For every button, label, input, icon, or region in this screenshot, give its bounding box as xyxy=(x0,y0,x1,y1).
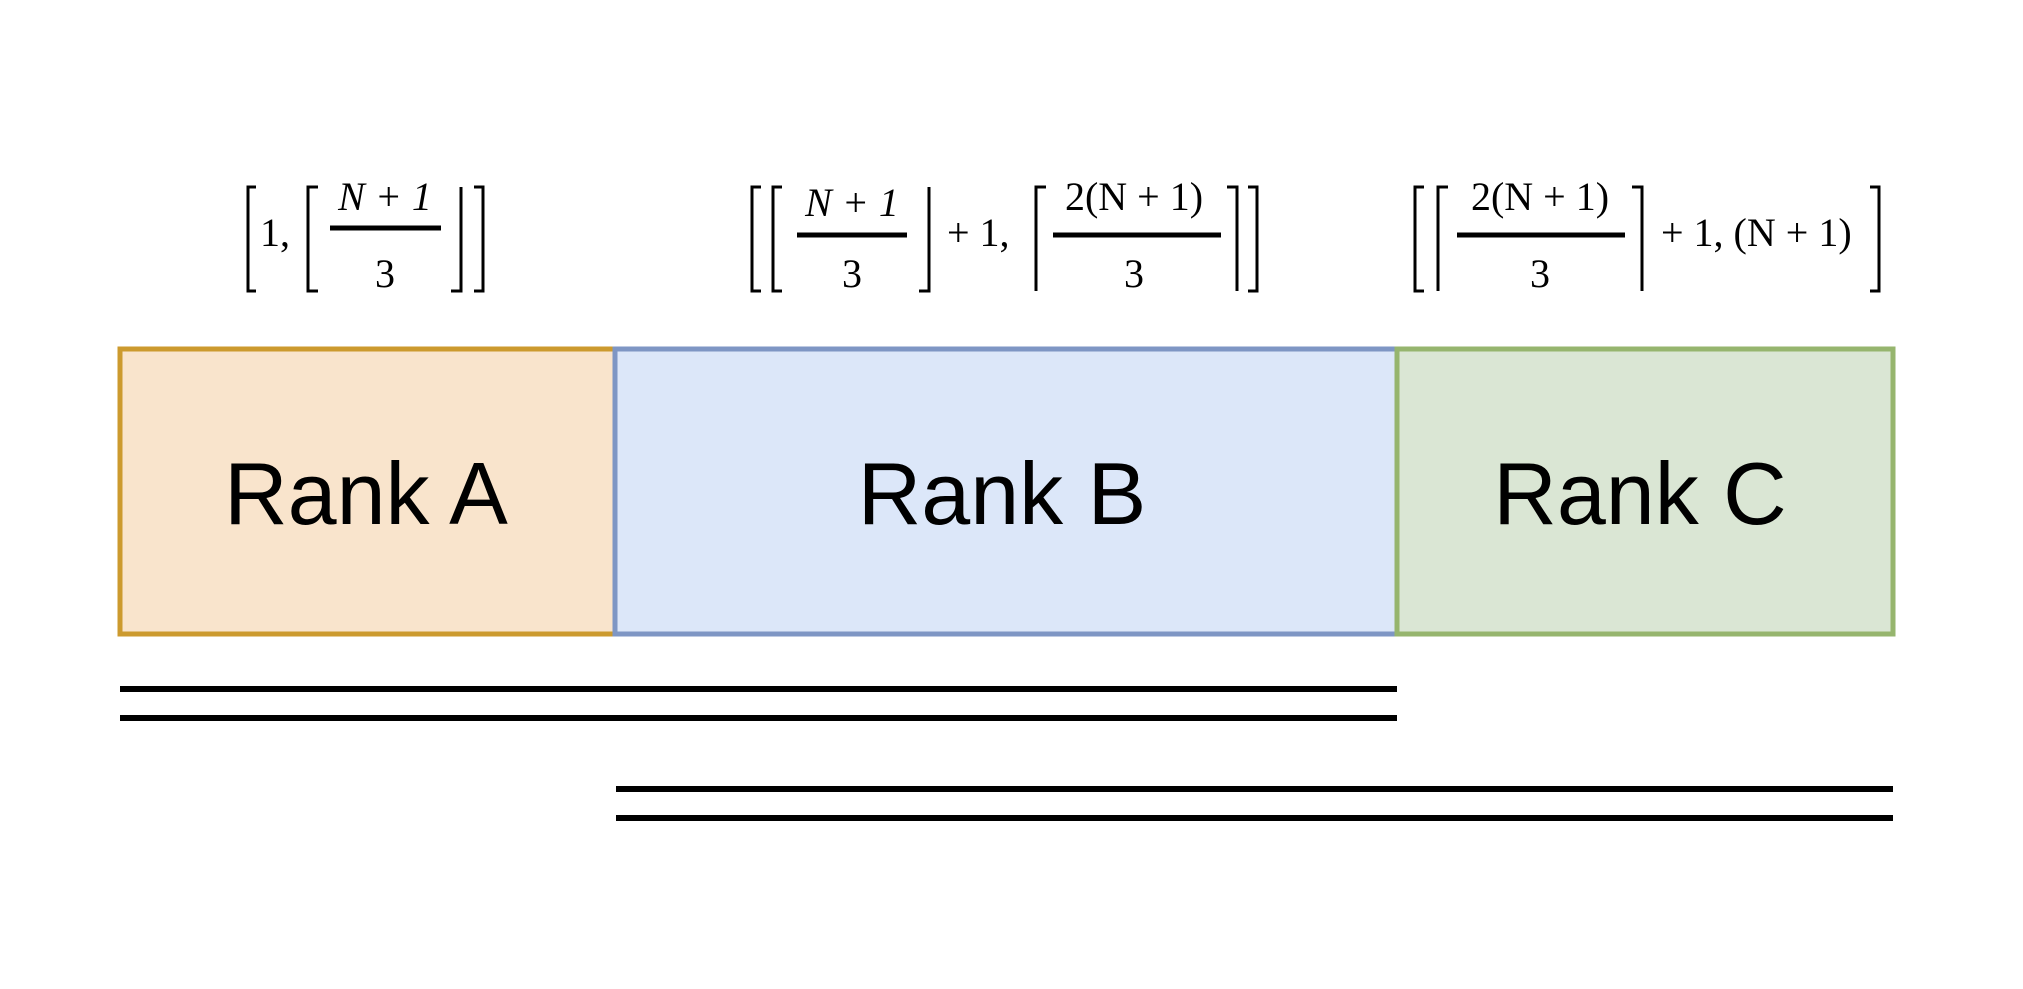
open-bracket xyxy=(1413,185,1424,293)
rank-box-a-rect xyxy=(117,346,618,637)
fraction-denominator: 3 xyxy=(1530,251,1550,296)
fraction-numerator-2: 2(N + 1) xyxy=(1065,174,1203,219)
interval-middle: + 1, xyxy=(947,210,1010,255)
floor-bracket-left xyxy=(306,185,318,293)
interval-start: 1, xyxy=(260,210,290,255)
interval-formula-a: 1, N + 1 3 xyxy=(246,174,485,296)
ceil-bracket-right xyxy=(1227,185,1239,291)
span-ab xyxy=(120,686,1397,721)
floor-bracket-right xyxy=(919,187,931,293)
rank-box-a: Rank A xyxy=(117,346,618,637)
rank-a-label: Rank A xyxy=(224,444,508,543)
rank-box-c: Rank C xyxy=(1394,346,1896,637)
ceil-bracket-left xyxy=(1034,185,1046,291)
fraction-numerator: N + 1 xyxy=(804,180,899,225)
ceil-bracket-left xyxy=(1436,185,1448,291)
fraction-denominator-2: 3 xyxy=(1124,251,1144,296)
rank-box-b: Rank B xyxy=(612,346,1400,637)
rank-box-b-rect xyxy=(612,346,1400,637)
fraction-denominator: 3 xyxy=(842,251,862,296)
interval-formula-b: N + 1 3 + 1, 2(N + 1) 3 xyxy=(750,174,1259,296)
fraction-numerator: N + 1 xyxy=(337,174,432,219)
fraction-denominator: 3 xyxy=(375,251,395,296)
rank-b-label: Rank B xyxy=(858,444,1147,543)
close-bracket xyxy=(474,185,485,293)
interval-formula-c: 2(N + 1) 3 + 1, (N + 1) xyxy=(1413,174,1881,296)
open-bracket xyxy=(246,185,256,293)
rank-c-label: Rank C xyxy=(1493,444,1786,543)
close-bracket xyxy=(1248,185,1259,293)
fraction-numerator: 2(N + 1) xyxy=(1471,174,1609,219)
span-bc xyxy=(616,786,1893,821)
open-bracket xyxy=(750,185,761,293)
floor-bracket-right xyxy=(451,187,463,293)
floor-bracket-left xyxy=(771,185,782,293)
close-bracket xyxy=(1870,185,1881,293)
ceil-bracket-right xyxy=(1632,185,1644,291)
interval-tail: + 1, (N + 1) xyxy=(1661,210,1852,255)
rank-box-c-rect xyxy=(1394,346,1896,637)
